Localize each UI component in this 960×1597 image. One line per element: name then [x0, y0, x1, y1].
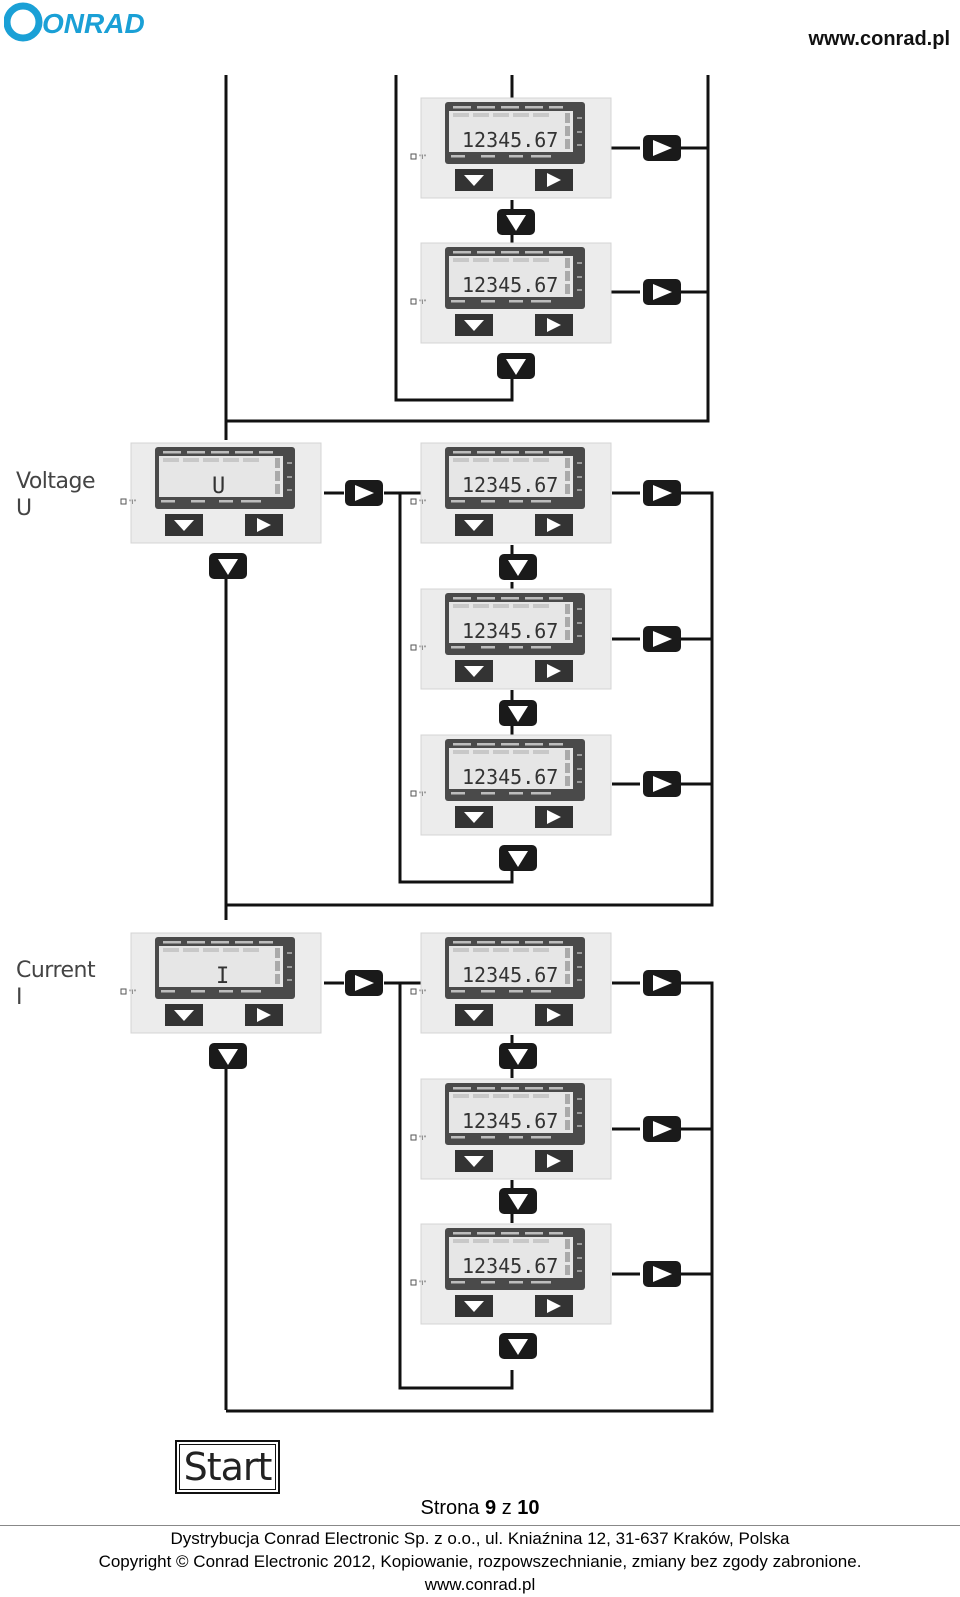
down-arrow-icon [209, 553, 247, 579]
lcd-value: 12345.67 [462, 619, 558, 643]
down-arrow-icon [499, 1043, 537, 1069]
down-arrow-icon [209, 1043, 247, 1069]
pager-sep: z [501, 1497, 512, 1519]
pager-prefix: Strona [420, 1497, 480, 1519]
page-indicator: Strona 9 z 10 [0, 1497, 960, 1520]
current-symbol: I [16, 985, 23, 1010]
pager-total: 10 [517, 1497, 540, 1519]
next-arrow-icon [643, 970, 681, 996]
down-arrow-icon [499, 700, 537, 726]
next-arrow-icon [643, 1116, 681, 1142]
footer-line-1: Dystrybucja Conrad Electronic Sp. z o.o.… [170, 1529, 790, 1548]
menu-flow-diagram: "I" [120, 75, 714, 1413]
voltage-label: Voltage U [16, 468, 96, 522]
lcd-value: 12345.67 [462, 128, 558, 152]
next-arrow-icon [643, 626, 681, 652]
next-arrow-icon [643, 135, 681, 161]
lcd-voltage-symbol: U [212, 474, 225, 499]
lcd-value: 12345.67 [462, 1254, 558, 1278]
lcd-value: 12345.67 [462, 765, 558, 789]
next-arrow-icon [643, 771, 681, 797]
start-box: Start [175, 1440, 280, 1494]
down-arrow-icon [497, 209, 535, 235]
footer-line-2: Copyright © Conrad Electronic 2012, Kopi… [98, 1552, 862, 1571]
down-arrow-icon [499, 554, 537, 580]
down-arrow-icon [499, 1333, 537, 1359]
conrad-logo: ONRAD [4, 2, 145, 42]
header-site-url[interactable]: www.conrad.pl [808, 28, 951, 50]
lcd-value: 12345.67 [462, 273, 558, 297]
voltage-name: Voltage [16, 469, 96, 494]
down-arrow-icon [497, 353, 535, 379]
next-arrow-icon [643, 279, 681, 305]
down-arrow-icon [499, 1188, 537, 1214]
footer-divider [0, 1525, 960, 1526]
down-arrow-icon [499, 845, 537, 871]
current-name: Current [16, 958, 96, 983]
current-label: Current I [16, 957, 96, 1011]
footer-link[interactable]: www.conrad.pl [424, 1575, 536, 1594]
flow-lines [224, 75, 714, 1413]
next-arrow-icon [643, 480, 681, 506]
next-arrow-icon [345, 970, 383, 996]
next-arrow-icon [643, 1261, 681, 1287]
lcd-value: 12345.67 [462, 963, 558, 987]
lcd-value: 12345.67 [462, 473, 558, 497]
next-arrow-icon [345, 480, 383, 506]
lcd-current-symbol: I [216, 964, 229, 989]
lcd-value: 12345.67 [462, 1109, 558, 1133]
pager-current: 9 [485, 1497, 497, 1519]
voltage-symbol: U [16, 496, 32, 521]
lcd-readings: 12345.67 12345.67 12345.67 12345.67 1234… [212, 128, 558, 1278]
svg-text:ONRAD: ONRAD [42, 8, 145, 39]
